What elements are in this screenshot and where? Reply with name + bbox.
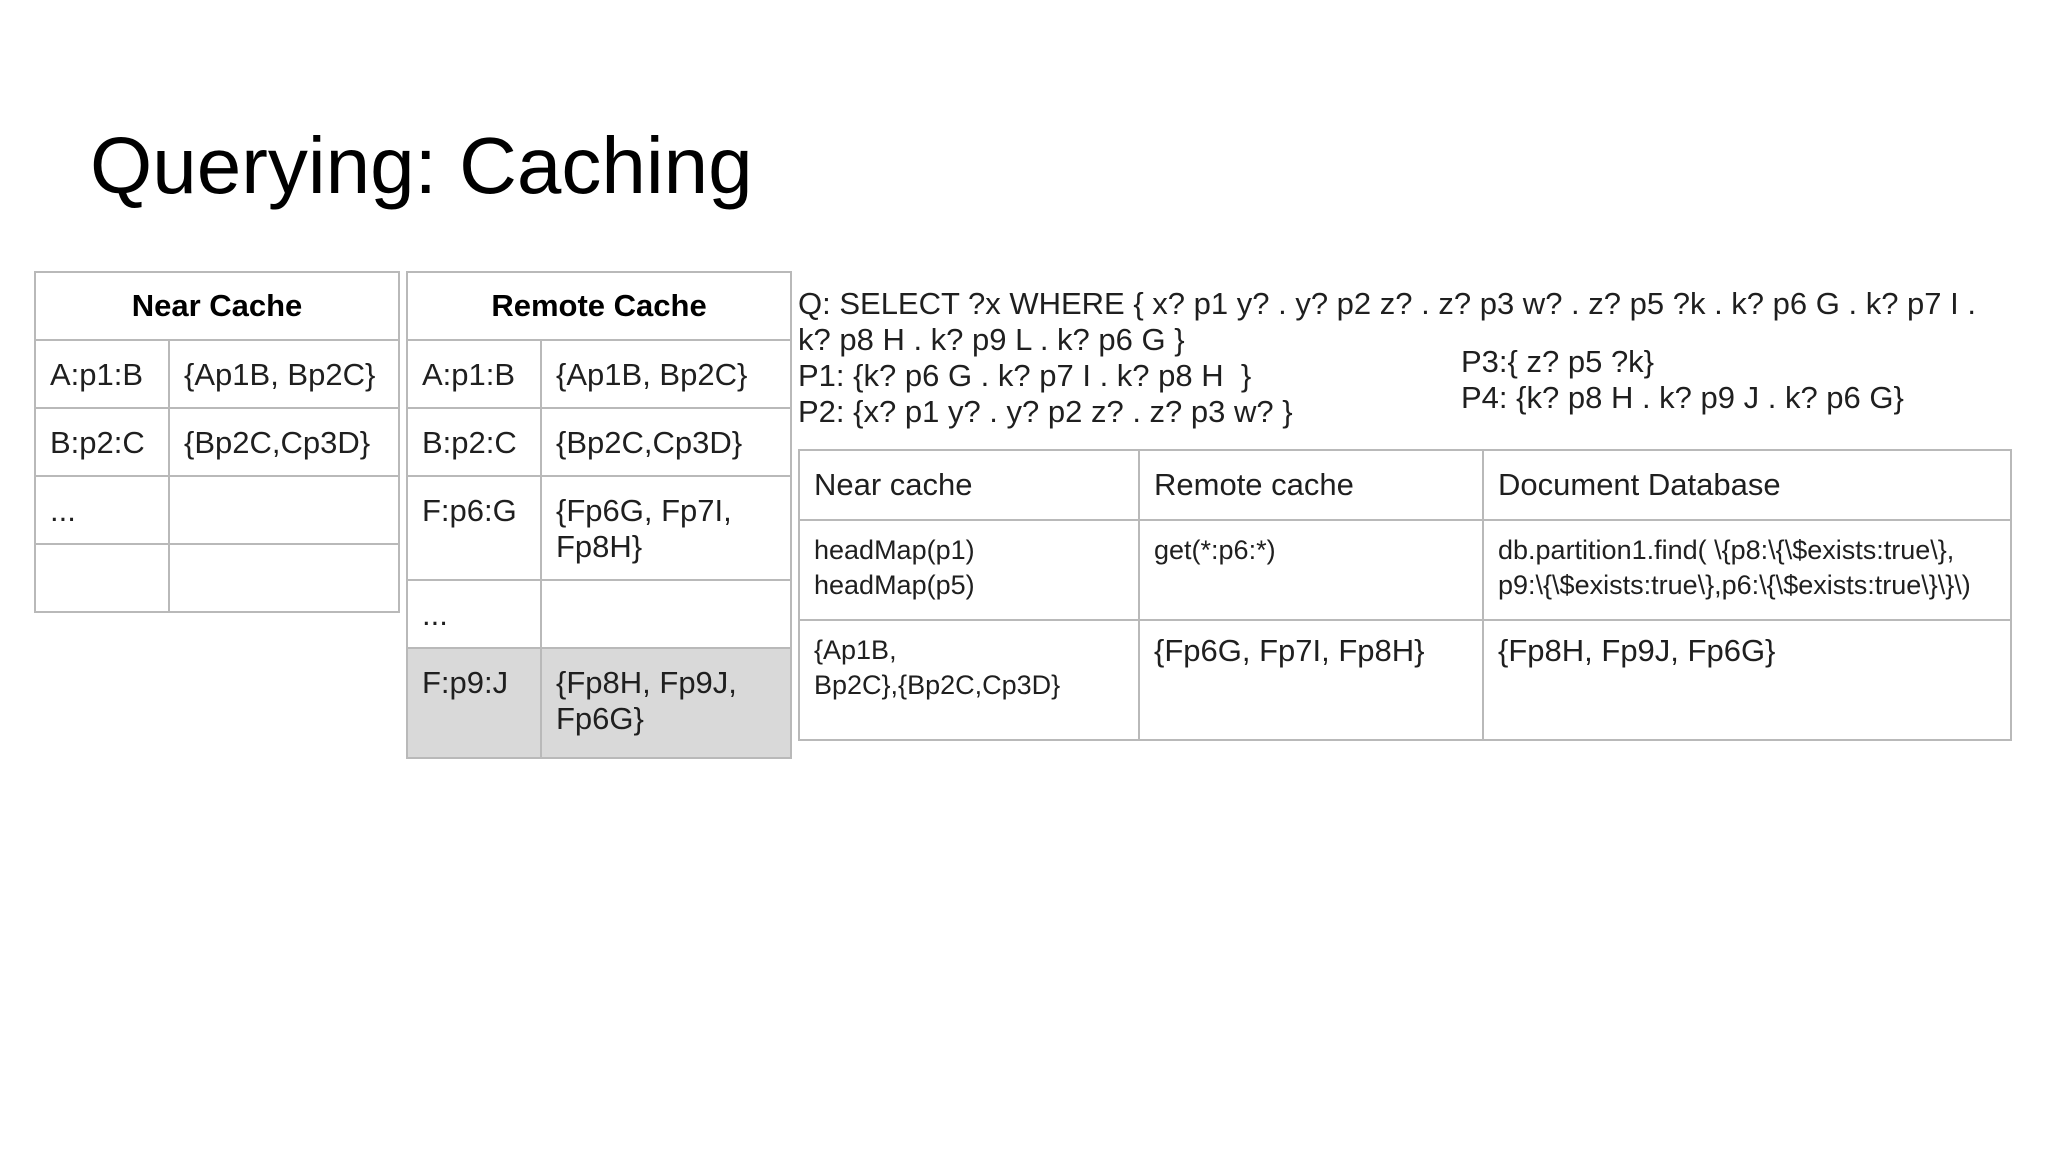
table-row: ... [34, 475, 400, 545]
near-cache-value: {Ap1B, Bp2C} [168, 339, 400, 409]
near-cache-header: Near Cache [34, 271, 400, 341]
partition-p1: P1: {k? p6 G . k? p7 I . k? p8 H } [798, 358, 1252, 393]
near-cache-key: A:p1:B [34, 339, 170, 409]
remote-cache-table: Remote Cache A:p1:B {Ap1B, Bp2C} B:p2:C … [405, 271, 793, 759]
table-row: B:p2:C {Bp2C,Cp3D} [34, 407, 400, 477]
near-cache-value [168, 543, 400, 613]
near-cache-value: {Bp2C,Cp3D} [168, 407, 400, 477]
near-cache-table: Near Cache A:p1:B {Ap1B, Bp2C} B:p2:C {B… [34, 271, 400, 613]
remote-cache-value: {Fp8H, Fp9J, Fp6G} [539, 647, 793, 759]
partition-p4: P4: {k? p8 H . k? p9 J . k? p6 G} [1461, 380, 1904, 415]
remote-cache-key: B:p2:C [406, 407, 542, 477]
partition-p3: P3:{ z? p5 ?k} [1461, 344, 1655, 379]
remote-cache-key: F:p9:J [406, 647, 542, 759]
remote-cache-key: F:p6:G [406, 475, 542, 581]
remote-cache-result: {Fp6G, Fp7I, Fp8H} [1138, 619, 1484, 741]
remote-cache-key: A:p1:B [406, 339, 542, 409]
sparql-query: Q: SELECT ?x WHERE { x? p1 y? . y? p2 z?… [798, 286, 1985, 357]
near-cache-key: ... [34, 475, 170, 545]
table-row: {Ap1B, Bp2C},{Bp2C,Cp3D} {Fp6G, Fp7I, Fp… [798, 619, 2012, 741]
remote-cache-operation: get(*:p6:*) [1138, 519, 1484, 621]
remote-cache-value [539, 579, 793, 649]
results-header-row: Near cache Remote cache Document Databas… [798, 449, 2012, 521]
database-query: db.partition1.find( \{p8:\{\$exists:true… [1482, 519, 2012, 621]
near-cache-key [34, 543, 170, 613]
table-row [34, 543, 400, 613]
results-header-near-cache: Near cache [798, 449, 1140, 521]
highlighted-table-row: F:p9:J {Fp8H, Fp9J, Fp6G} [406, 647, 793, 759]
table-row: A:p1:B {Ap1B, Bp2C} [406, 339, 793, 409]
results-header-document-database: Document Database [1482, 449, 2012, 521]
remote-cache-header: Remote Cache [405, 271, 793, 341]
remote-cache-key: ... [406, 579, 542, 649]
near-cache-key: B:p2:C [34, 407, 170, 477]
results-table: Near cache Remote cache Document Databas… [798, 449, 2012, 741]
table-row: A:p1:B {Ap1B, Bp2C} [34, 339, 400, 409]
table-row: F:p6:G {Fp6G, Fp7I, Fp8H} [406, 475, 793, 581]
query-block: Q: SELECT ?x WHERE { x? p1 y? . y? p2 z?… [798, 286, 2008, 429]
remote-cache-value: {Ap1B, Bp2C} [539, 339, 793, 409]
near-cache-result: {Ap1B, Bp2C},{Bp2C,Cp3D} [798, 619, 1140, 741]
remote-cache-value: {Fp6G, Fp7I, Fp8H} [539, 475, 793, 581]
table-row: ... [406, 579, 793, 649]
database-result: {Fp8H, Fp9J, Fp6G} [1482, 619, 2012, 741]
slide-title: Querying: Caching [90, 121, 753, 210]
results-header-remote-cache: Remote cache [1138, 449, 1484, 521]
near-cache-operation: headMap(p1) headMap(p5) [798, 519, 1140, 621]
near-cache-value [168, 475, 400, 545]
partition-p2: P2: {x? p1 y? . y? p2 z? . z? p3 w? } [798, 394, 1293, 429]
table-row: B:p2:C {Bp2C,Cp3D} [406, 407, 793, 477]
remote-cache-value: {Bp2C,Cp3D} [539, 407, 793, 477]
table-row: headMap(p1) headMap(p5) get(*:p6:*) db.p… [798, 519, 2012, 621]
